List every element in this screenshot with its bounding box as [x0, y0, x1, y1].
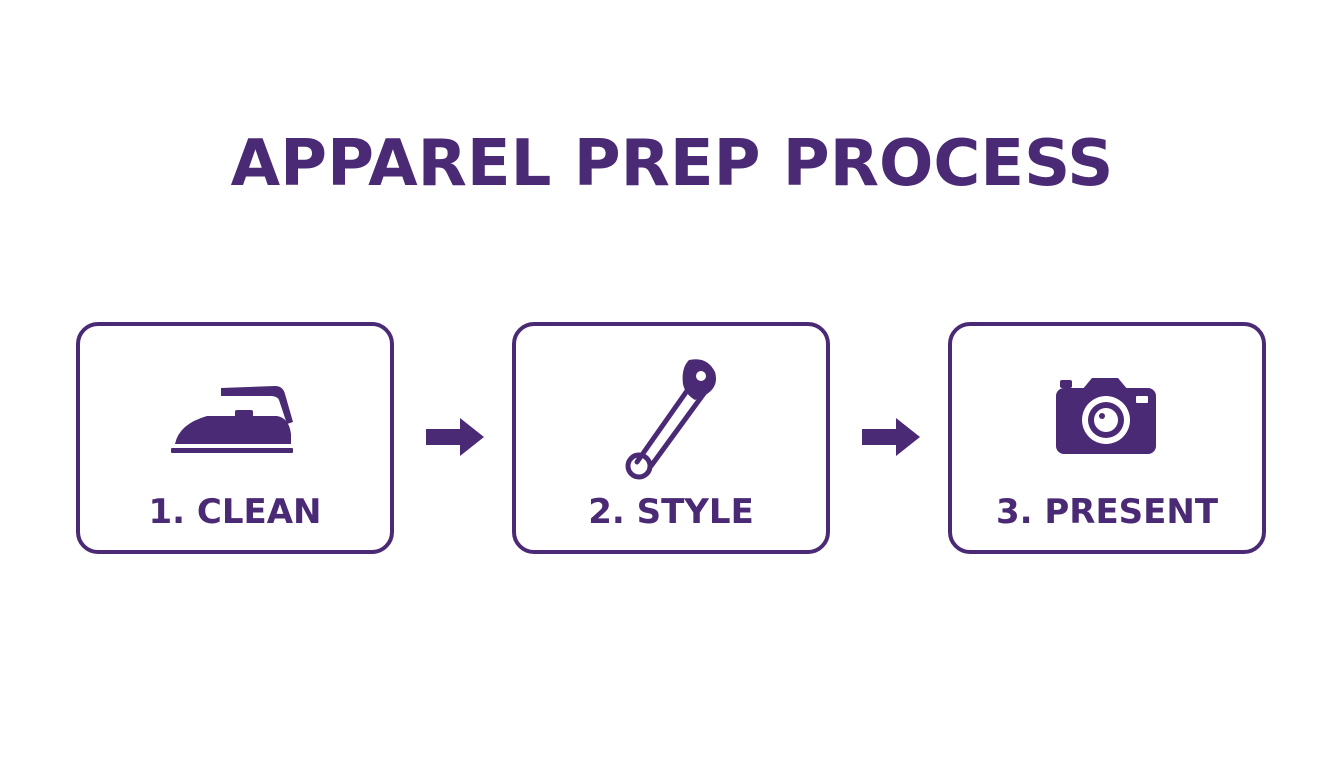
- step-label-present: 3. PRESENT: [995, 492, 1219, 532]
- step-card-clean: 1. CLEAN: [76, 322, 394, 554]
- page-title: APPAREL PREP PROCESS: [230, 127, 1114, 201]
- safety-pin-icon: [516, 354, 826, 484]
- camera-icon: [952, 354, 1262, 484]
- step-card-style: 2. STYLE: [512, 322, 830, 554]
- arrow-right-icon: [426, 418, 484, 456]
- step-card-present: 3. PRESENT: [948, 322, 1266, 554]
- iron-icon: [80, 354, 390, 484]
- step-label-clean: 1. CLEAN: [148, 492, 322, 532]
- arrow-right-icon: [862, 418, 920, 456]
- step-label-style: 2. STYLE: [588, 492, 754, 532]
